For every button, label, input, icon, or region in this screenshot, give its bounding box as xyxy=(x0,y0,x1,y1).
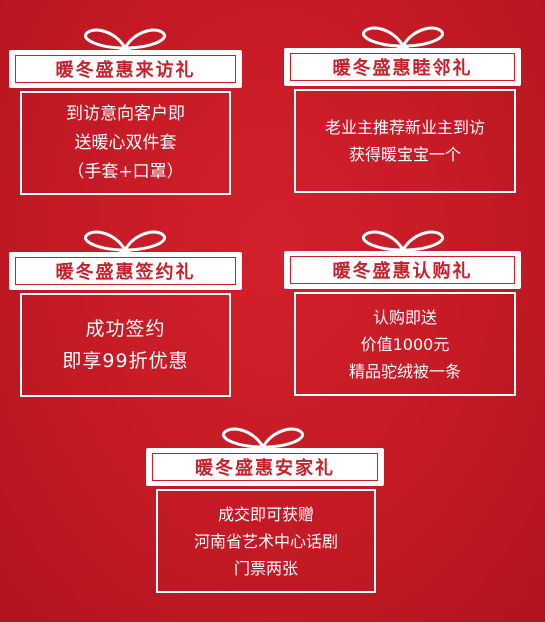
bow-icon xyxy=(84,230,166,256)
gift-desc-line: 河南省艺术中心话剧 xyxy=(193,531,338,551)
gift-title-tag: 暖冬盛惠认购礼 xyxy=(284,251,521,289)
gift-title-tag: 暖冬盛惠安家礼 xyxy=(146,448,384,486)
gift-desc-line: 门票两张 xyxy=(233,558,298,578)
gift-title: 暖冬盛惠睦邻礼 xyxy=(332,58,473,79)
gift-title: 暖冬盛惠认购礼 xyxy=(332,261,473,282)
gift-title-tag: 暖冬盛惠睦邻礼 xyxy=(284,48,521,86)
bow-icon xyxy=(222,427,304,453)
gift-box: 认购即送 价值1000元 精品驼绒被一条 xyxy=(294,292,516,396)
gift-desc-line: 到访意向客户即 xyxy=(66,103,185,124)
gift-desc-line: 成功签约 xyxy=(85,318,166,340)
bow-icon xyxy=(84,28,166,54)
gift-box: 成功签约 即享99折优惠 xyxy=(20,293,231,397)
gift-box: 老业主推荐新业主到访 获得暖宝宝一个 xyxy=(294,89,516,193)
gift-desc-line: 价值1000元 xyxy=(360,334,450,354)
gift-box: 到访意向客户即 送暖心双件套 （手套+口罩） xyxy=(20,91,231,195)
gift-desc-line: 成交即可获赠 xyxy=(217,504,314,524)
gift-title: 暖冬盛惠安家礼 xyxy=(195,458,335,479)
gift-title: 暖冬盛惠签约礼 xyxy=(55,262,196,283)
gift-desc-line: 精品驼绒被一条 xyxy=(348,361,461,381)
gift-box: 成交即可获赠 河南省艺术中心话剧 门票两张 xyxy=(156,489,376,593)
gift-desc-line: 老业主推荐新业主到访 xyxy=(324,118,485,137)
gift-title-tag: 暖冬盛惠签约礼 xyxy=(9,252,242,290)
bow-icon xyxy=(362,230,444,256)
gift-desc-line: （手套+口罩） xyxy=(67,161,184,182)
bow-icon xyxy=(362,26,444,52)
gift-desc-line: 即享99折优惠 xyxy=(62,350,189,372)
gift-desc-line: 获得暖宝宝一个 xyxy=(348,145,461,164)
gift-title-tag: 暖冬盛惠来访礼 xyxy=(9,50,242,88)
gift-desc-line: 认购即送 xyxy=(372,307,437,327)
gift-title: 暖冬盛惠来访礼 xyxy=(55,60,196,81)
gift-desc-line: 送暖心双件套 xyxy=(74,132,177,153)
